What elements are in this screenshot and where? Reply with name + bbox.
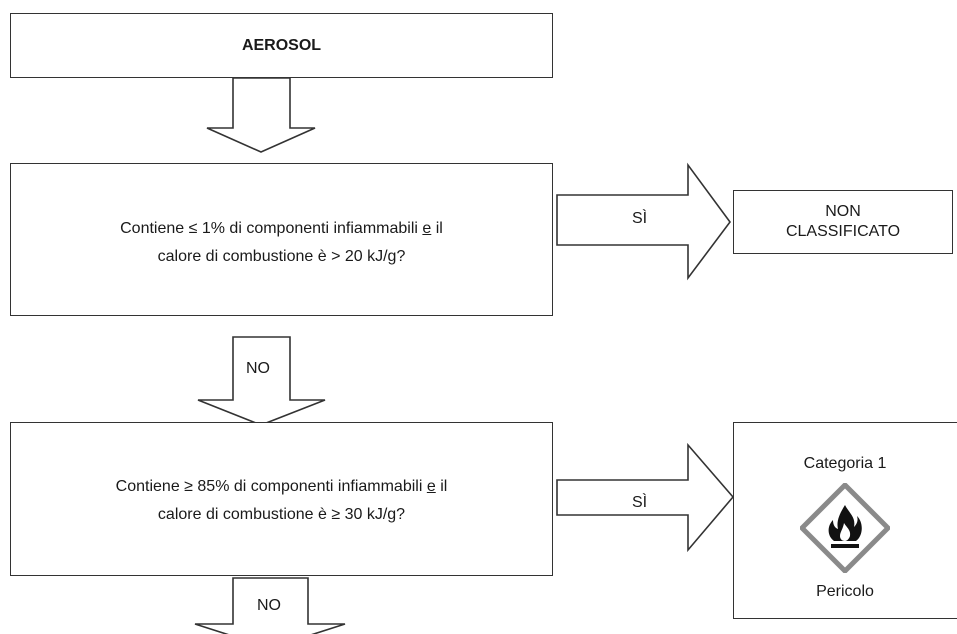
yes-label-2: SÌ (632, 494, 648, 511)
q2-line1-pre: Contiene ≥ 85% di componenti infiammabil… (115, 478, 427, 495)
arrow-down-1 (206, 77, 316, 153)
arrow-right-yes-1 (556, 162, 731, 281)
result-1-line2: CLASSIFICATO (785, 223, 901, 240)
question-1-text: Contiene ≤ 1% di componenti infiammabili… (120, 209, 443, 271)
q2-conj: e (426, 478, 436, 495)
arrow-down-no-2 (194, 577, 346, 634)
start-title: AEROSOL (241, 36, 322, 54)
q2-line2: calore di combustione è ≥ 30 kJ/g? (157, 506, 406, 523)
q2-line1-post: il (435, 478, 448, 495)
q1-line2: calore di combustione è > 20 kJ/g? (157, 247, 406, 265)
question-1-box: Contiene ≤ 1% di componenti infiammabili… (10, 163, 553, 316)
start-box: AEROSOL (10, 13, 553, 78)
result-1-text: NON CLASSIFICATO (786, 202, 900, 242)
result-not-classified-box: NON CLASSIFICATO (733, 190, 953, 254)
q1-line1-pre: Contiene ≤ 1% di componenti infiammabili (120, 219, 423, 237)
question-2-text: Contiene ≥ 85% di componenti infiammabil… (116, 469, 448, 529)
no-label-2: NO (257, 597, 281, 614)
no-label-1: NO (246, 360, 270, 377)
question-2-box: Contiene ≥ 85% di componenti infiammabil… (10, 422, 553, 576)
q1-line1-post: il (431, 219, 443, 237)
arrow-down-no-1 (197, 336, 326, 426)
arrow-right-yes-2 (556, 442, 735, 553)
result-1-line1: NON (825, 203, 861, 220)
category-label: Categoria 1 (803, 455, 887, 472)
signal-word: Pericolo (816, 583, 874, 600)
flame-pictogram-icon (800, 483, 890, 573)
yes-label-1: SÌ (632, 210, 648, 227)
q1-conj: e (422, 219, 432, 237)
